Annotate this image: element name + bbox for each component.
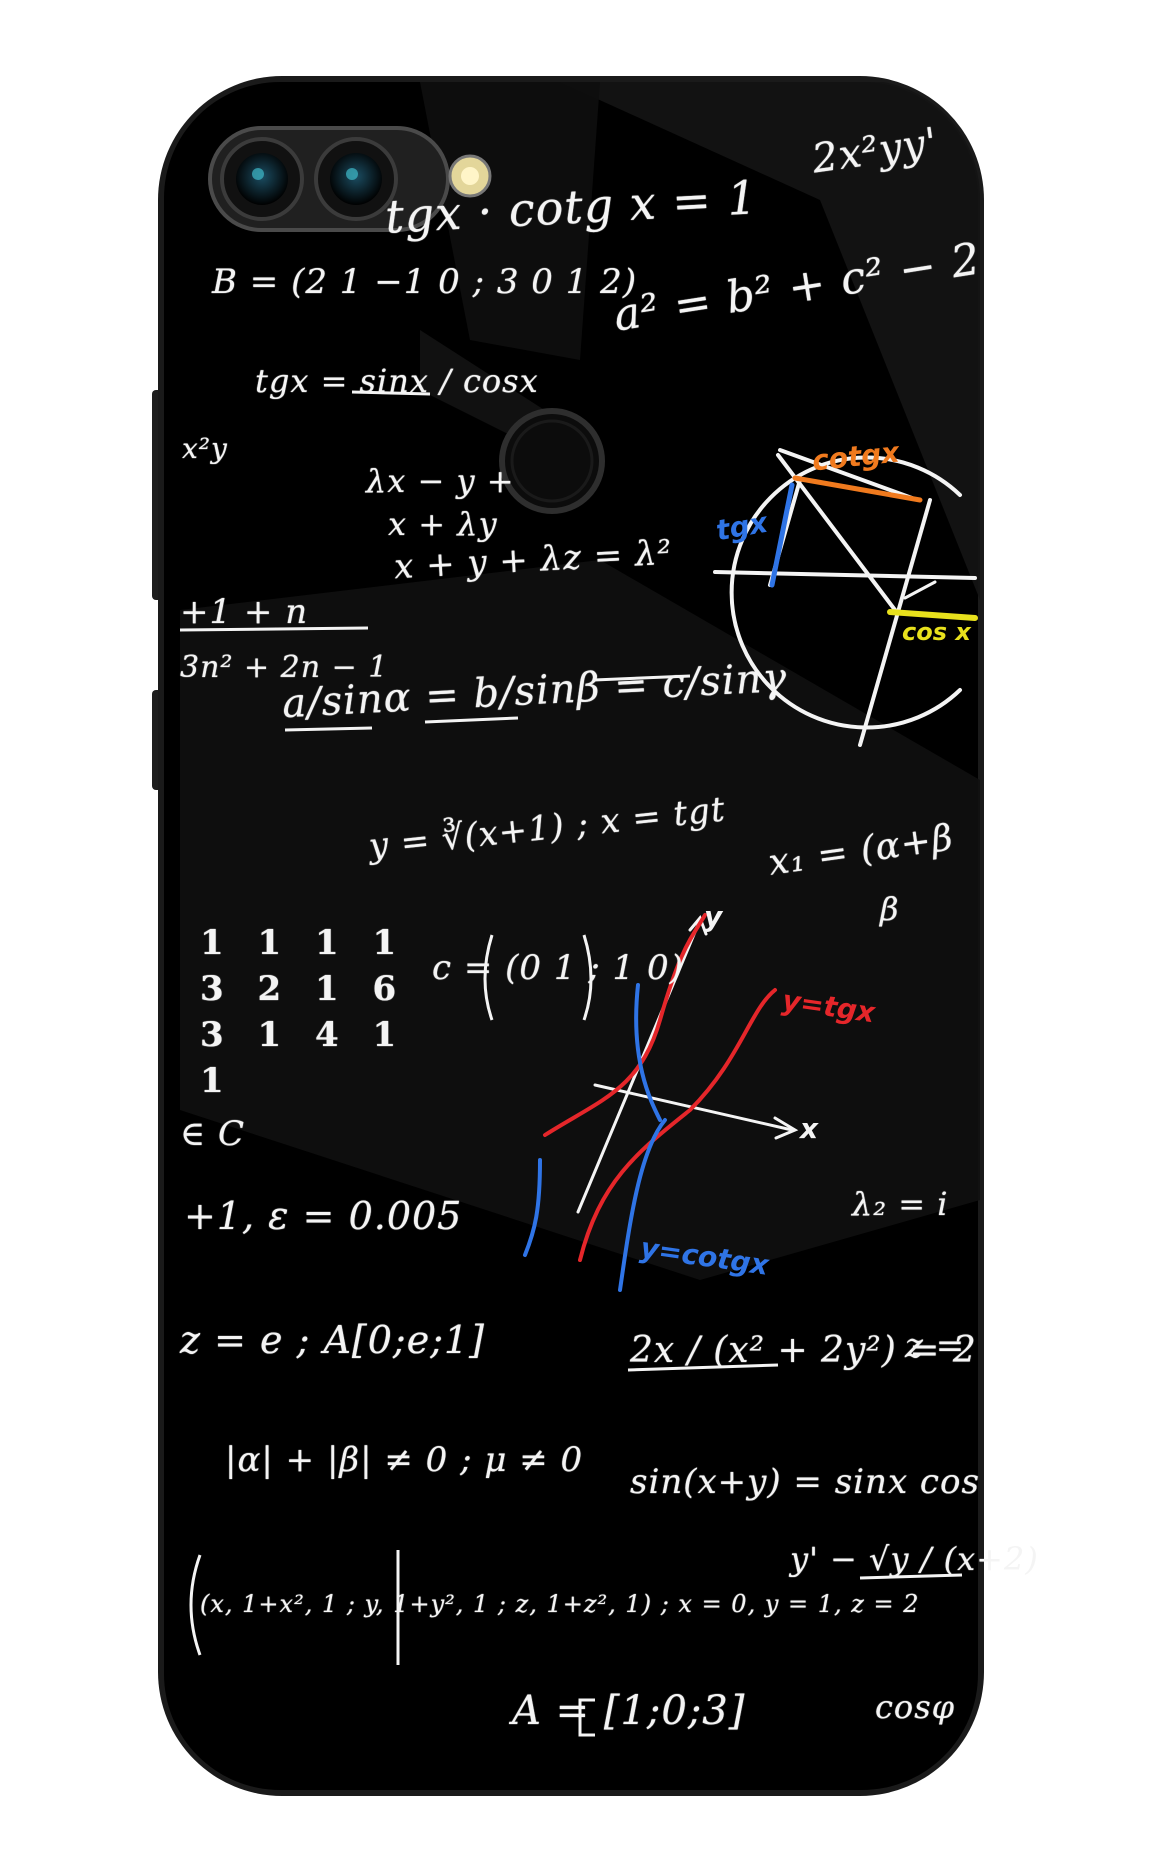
fingerprint-sensor xyxy=(499,408,605,514)
formula-text: tgx = sinx / cosx xyxy=(255,362,539,400)
formula-text: 3n² + 2n − 1 xyxy=(180,650,389,685)
formula-text: z = xyxy=(905,1326,966,1366)
formula-text: 2x / (x² + 2y²) = 2 xyxy=(630,1330,977,1371)
formula-text: β xyxy=(880,890,900,928)
matrix-brackets xyxy=(189,934,595,1737)
formula-text: +1 + n xyxy=(180,592,309,632)
formula-text: λ₂ = i xyxy=(852,1185,949,1223)
formula-text: B = (2 1 −1 0 ; 3 0 1 2) xyxy=(212,262,638,302)
formula-text: x²y xyxy=(182,432,228,465)
cosx-label: cos x xyxy=(902,618,971,646)
formula-text: |α| + |β| ≠ 0 ; μ ≠ 0 xyxy=(225,1440,584,1480)
formula-text: x + λy xyxy=(388,505,498,543)
formula-text: +1, ε = 0.005 xyxy=(184,1194,463,1238)
formula-text: sin(x+y) = sinx cos xyxy=(630,1462,980,1502)
formula-text: cosφ xyxy=(875,1688,956,1726)
reflection xyxy=(420,82,600,360)
digit-cluster: 1 1 1 1 3 2 1 6 3 1 4 1 1 xyxy=(200,923,398,1101)
formula-text: λx − y + xyxy=(366,462,515,500)
tangent-graph xyxy=(523,913,799,1292)
formula-text: (x, 1+x², 1 ; y, 1+y², 1 ; z, 1+z², 1) ;… xyxy=(200,1590,920,1618)
fraction-lines xyxy=(179,390,963,1580)
formula-text: c = (0 1 ; 1 0) xyxy=(432,948,684,988)
formula-text: ∈ C xyxy=(180,1114,245,1154)
camera-module xyxy=(208,126,492,232)
y-axis-label: y xyxy=(704,900,723,933)
reflection xyxy=(560,82,980,600)
formula-text: z = e ; A[0;e;1] xyxy=(180,1318,486,1362)
x-axis-label: x xyxy=(800,1112,819,1145)
unit-circle-diagram xyxy=(713,448,978,747)
formula-text: y' − √y / (x+2) xyxy=(790,1540,1039,1578)
formula-text: A = [1;0;3] xyxy=(512,1688,746,1734)
reflection xyxy=(180,560,980,1280)
